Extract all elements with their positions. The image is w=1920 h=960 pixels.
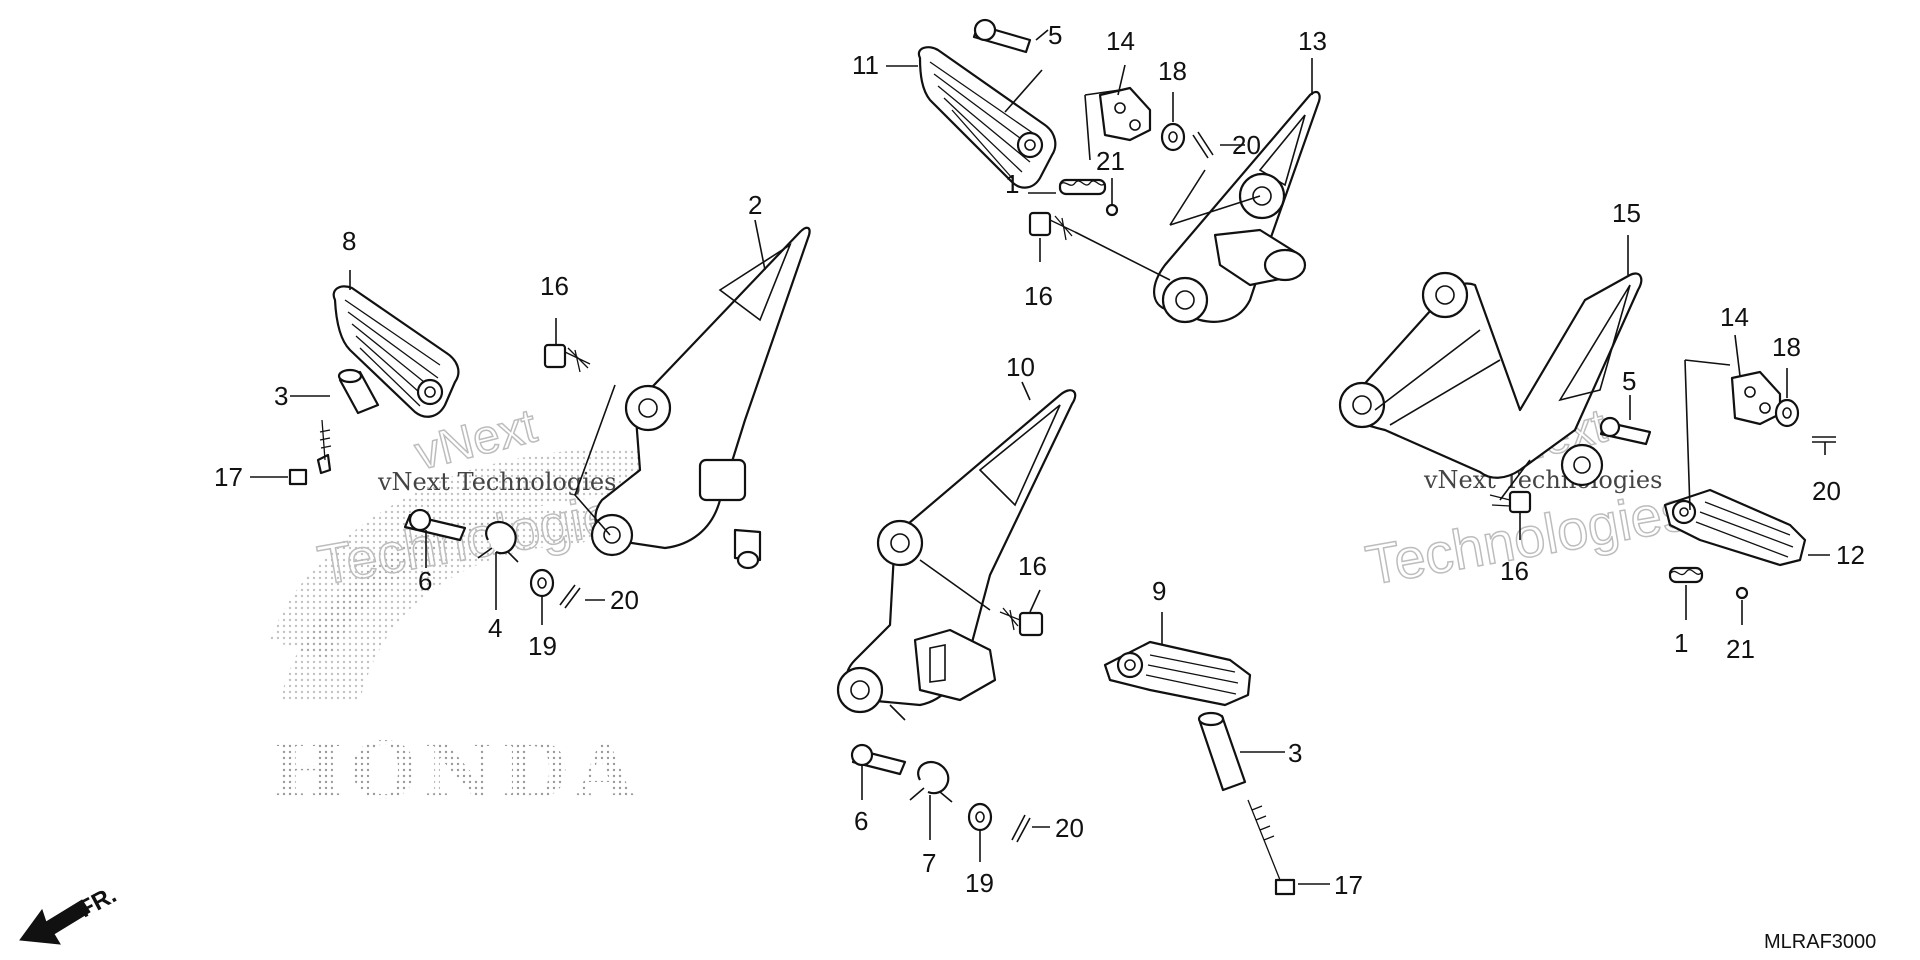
part-labels: 1 1 2 3 3 4 5 5 6 6 7 8 9 10 11 12 13 14… <box>214 20 1865 900</box>
part-label-6: 6 <box>854 806 868 836</box>
cotter-pin-20-top <box>1192 131 1214 159</box>
pin-6-bottom <box>850 743 907 776</box>
part-label-2: 2 <box>748 190 762 220</box>
part-label-21: 21 <box>1096 146 1125 176</box>
bolt-16-right <box>1489 490 1532 514</box>
leaders-bottom <box>861 381 1330 885</box>
part-label-21: 21 <box>1726 634 1755 664</box>
part-label-17: 17 <box>1334 870 1363 900</box>
part-label-14: 14 <box>1720 302 1749 332</box>
part-label-19: 19 <box>965 868 994 898</box>
part-label-14: 14 <box>1106 26 1135 56</box>
washer-18-top <box>1160 122 1186 152</box>
ball-21-top <box>1105 203 1119 217</box>
collar-3-bottom <box>1197 711 1247 792</box>
bolt-16 <box>543 343 591 373</box>
part-label-10: 10 <box>1006 352 1035 382</box>
plate-14-top <box>1098 86 1152 142</box>
part-label-19: 19 <box>528 631 557 661</box>
part-label-20: 20 <box>610 585 639 615</box>
washer-19-bottom <box>967 802 993 832</box>
footpeg-9 <box>1103 640 1252 707</box>
bracket-13 <box>1153 90 1321 324</box>
part-label-3: 3 <box>1288 738 1302 768</box>
part-label-5: 5 <box>1048 20 1062 50</box>
footpeg-11 <box>917 46 1057 189</box>
footpeg-8 <box>332 285 460 418</box>
part-label-12: 12 <box>1836 540 1865 570</box>
bolt-17 <box>288 419 332 486</box>
bracket-10 <box>836 389 1077 714</box>
washer-18-right <box>1774 398 1800 428</box>
spring-1-right <box>1668 566 1704 584</box>
leaders-top <box>886 29 1313 281</box>
spring-4 <box>477 521 519 563</box>
part-label-16: 16 <box>1024 281 1053 311</box>
ball-21-right <box>1735 586 1749 600</box>
part-label-18: 18 <box>1772 332 1801 362</box>
part-label-18: 18 <box>1158 56 1187 86</box>
part-label-20: 20 <box>1055 813 1084 843</box>
spring-1-top <box>1058 178 1107 196</box>
part-label-16: 16 <box>1500 556 1529 586</box>
cotter-pin-20 <box>559 584 581 609</box>
pin-6 <box>403 508 467 542</box>
part-label-20: 20 <box>1812 476 1841 506</box>
part-label-1: 1 <box>1674 628 1688 658</box>
spring-7 <box>909 761 953 803</box>
part-label-16: 16 <box>1018 551 1047 581</box>
bolt-17-bottom <box>1247 799 1296 896</box>
part-label-20: 20 <box>1232 130 1261 160</box>
part-label-6: 6 <box>418 566 432 596</box>
diagram-code: MLRAF3000 <box>1764 931 1876 953</box>
honda-watermark-text: HONDA <box>270 726 641 817</box>
bolt-16-bottom <box>999 607 1044 637</box>
part-label-16: 16 <box>540 271 569 301</box>
footpeg-12 <box>1663 488 1807 567</box>
part-label-4: 4 <box>488 613 502 643</box>
bracket-15 <box>1338 271 1643 487</box>
part-label-3: 3 <box>274 381 288 411</box>
part-label-8: 8 <box>342 226 356 256</box>
part-label-15: 15 <box>1612 198 1641 228</box>
part-label-13: 13 <box>1298 26 1327 56</box>
leaders-right <box>1374 235 1830 625</box>
part-label-17: 17 <box>214 462 243 492</box>
part-label-11: 11 <box>852 50 879 80</box>
front-direction-indicator: FR. <box>19 881 121 945</box>
pin-5-right <box>1599 416 1652 446</box>
vnext-technologies-watermark: vNext Technologies <box>1423 466 1662 494</box>
part-label-9: 9 <box>1152 576 1166 606</box>
part-label-7: 7 <box>922 848 936 878</box>
cotter-pin-20-right <box>1812 436 1836 443</box>
plate-14-right <box>1730 370 1782 426</box>
pin-5-top <box>972 18 1032 54</box>
collar-3 <box>337 368 380 415</box>
leaders-left <box>250 219 766 625</box>
bracket-2 <box>590 226 811 570</box>
bolt-16-top <box>1028 211 1076 241</box>
washer-19 <box>529 568 555 598</box>
front-arrow-icon <box>19 899 91 945</box>
part-label-5: 5 <box>1622 366 1636 396</box>
cotter-pin-20-bottom <box>1011 814 1031 843</box>
part-label-1: 1 <box>1005 169 1019 199</box>
